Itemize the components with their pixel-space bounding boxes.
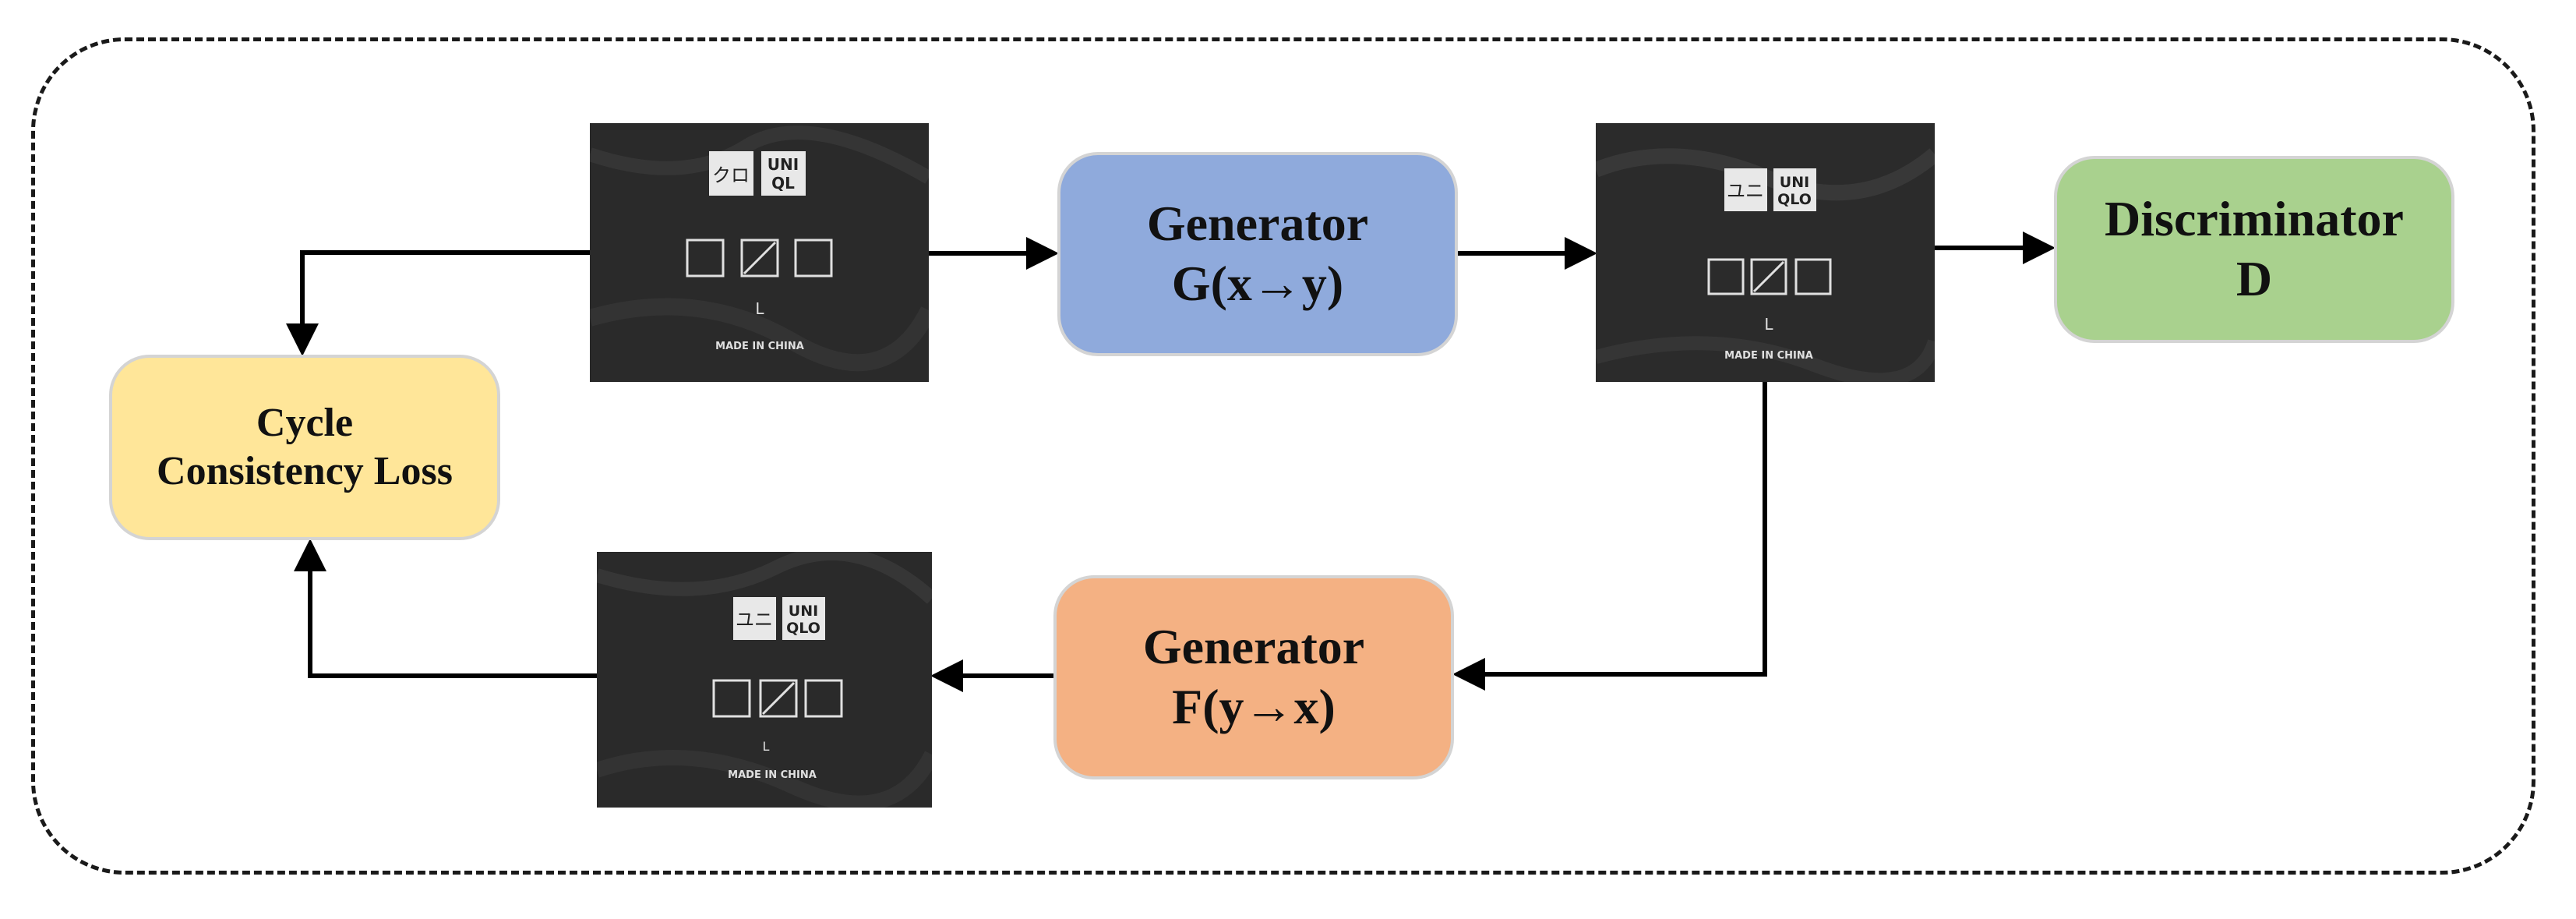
reconstructed-image-x: ユニ UNI QLO L MADE IN CHINA bbox=[597, 552, 932, 808]
care-icon-wash bbox=[712, 679, 751, 718]
logo-katakana: クロ bbox=[712, 164, 750, 186]
care-icon-wash bbox=[686, 239, 725, 277]
size-label: L bbox=[1764, 315, 1773, 334]
size-label: L bbox=[763, 739, 770, 754]
care-icon-dry bbox=[759, 679, 798, 718]
arrow-reconstruction-to-cycle-loss bbox=[294, 539, 597, 678]
made-in-label: MADE IN CHINA bbox=[728, 769, 817, 781]
arrow-input-to-cycle-loss bbox=[286, 250, 590, 356]
size-label: L bbox=[755, 299, 764, 318]
generator-f-box: Generator F(y→x) bbox=[1053, 575, 1454, 779]
logo-uni: UNI bbox=[1780, 174, 1809, 191]
logo-qlo: QLO bbox=[786, 620, 820, 637]
care-icon-cool bbox=[1794, 258, 1832, 295]
made-in-label: MADE IN CHINA bbox=[1724, 350, 1813, 362]
logo-katakana: ユニ bbox=[736, 609, 773, 631]
care-icon-wash bbox=[1707, 258, 1745, 295]
generator-g-title: Generator bbox=[1146, 196, 1369, 252]
input-image-x: クロ UNI QL L MADE IN CHINA bbox=[590, 123, 929, 382]
cycle-loss-line1: Cycle bbox=[256, 400, 354, 445]
logo-katakana: ユニ bbox=[1727, 180, 1764, 202]
dashed-frame bbox=[31, 37, 2535, 875]
generator-g-mapping: G(x→y) bbox=[1171, 256, 1344, 311]
care-icon-cool bbox=[804, 679, 843, 718]
made-in-label: MADE IN CHINA bbox=[715, 341, 804, 352]
cycle-consistency-loss-box: Cycle Consistency Loss bbox=[109, 355, 500, 540]
care-icon-dry bbox=[740, 239, 779, 277]
logo-qlo: QL bbox=[771, 174, 795, 193]
logo-uni: UNI bbox=[789, 603, 818, 620]
cycle-loss-line2: Consistency Loss bbox=[157, 449, 453, 493]
logo-uni: UNI bbox=[768, 155, 799, 174]
care-icon-cool bbox=[794, 239, 833, 277]
care-icon-dry bbox=[1750, 258, 1787, 295]
discriminator-box: Discriminator D bbox=[2054, 156, 2454, 343]
arrow-output-to-generator-f bbox=[1452, 382, 1767, 691]
logo-qlo: QLO bbox=[1777, 191, 1812, 208]
discriminator-symbol: D bbox=[2235, 251, 2273, 306]
discriminator-title: Discriminator bbox=[2105, 191, 2404, 247]
generated-image-y: ユニ UNI QLO L MADE IN CHINA bbox=[1596, 123, 1935, 382]
generator-g-box: Generator G(x→y) bbox=[1057, 152, 1458, 356]
generator-f-mapping: F(y→x) bbox=[1172, 679, 1336, 734]
generator-f-title: Generator bbox=[1142, 619, 1365, 675]
